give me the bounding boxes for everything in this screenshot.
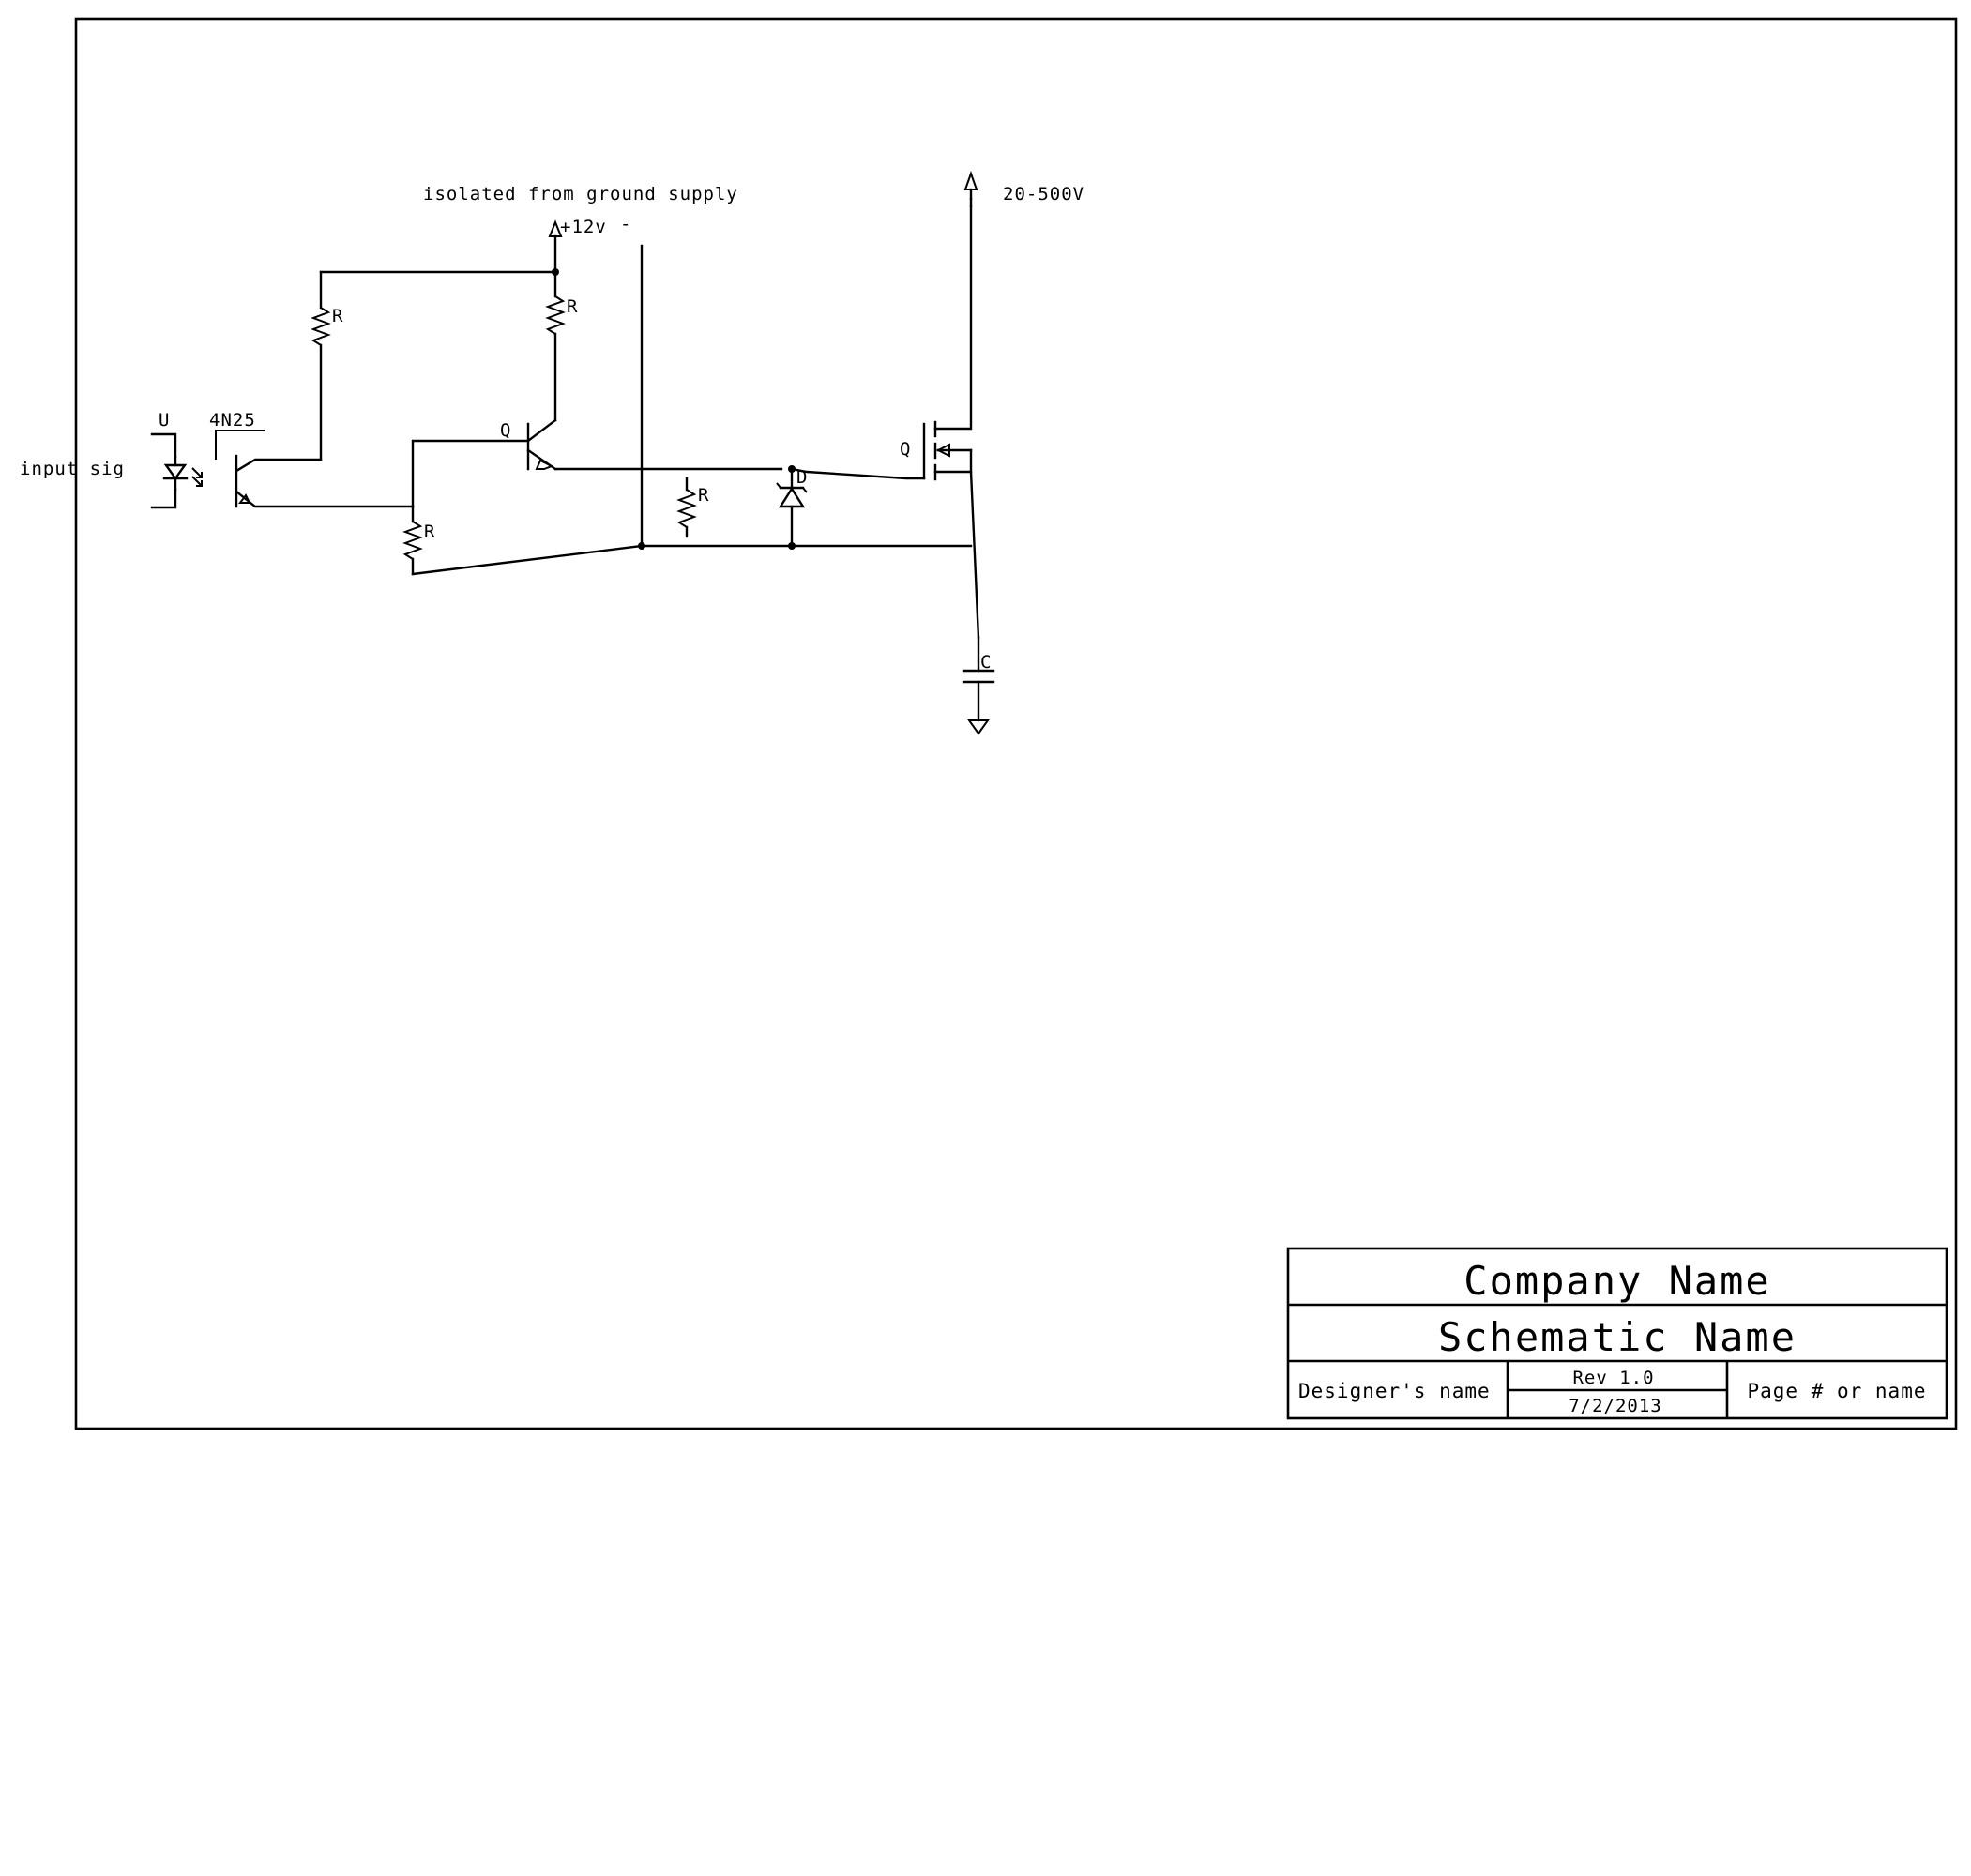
date: 7/2/2013 bbox=[1569, 1396, 1662, 1416]
label-r-collector: R bbox=[567, 296, 578, 317]
label-supply-note: isolated from ground supply bbox=[423, 184, 738, 204]
mosfet-q bbox=[922, 204, 980, 640]
revision: Rev 1.0 bbox=[1572, 1368, 1654, 1388]
company-name: Company Name bbox=[1463, 1258, 1770, 1304]
label-opto-part: 4N25 bbox=[209, 410, 256, 431]
resistor-pullup-left bbox=[311, 270, 331, 461]
label-hv-supply: 20-500V bbox=[1003, 184, 1084, 204]
drawing-frame bbox=[74, 17, 1958, 1430]
label-capacitor: C bbox=[980, 652, 992, 673]
label-q-mosfet: Q bbox=[900, 439, 911, 460]
label-q-driver: Q bbox=[500, 420, 511, 441]
label-r-emitter-bottom: R bbox=[424, 522, 435, 542]
ground-symbol bbox=[967, 719, 990, 735]
schematic-name: Schematic Name bbox=[1438, 1314, 1797, 1360]
label-r-gate: R bbox=[698, 485, 709, 506]
resistor-collector bbox=[545, 270, 566, 422]
resistor-base-bottom bbox=[402, 505, 644, 576]
transistor-driver-q bbox=[411, 418, 783, 508]
label-supply-plus: +12v bbox=[560, 217, 607, 237]
label-input-signal: input sig bbox=[20, 459, 125, 479]
designer-name: Designer's name bbox=[1298, 1380, 1491, 1402]
label-zener: D bbox=[796, 467, 808, 488]
optocoupler-4n25 bbox=[150, 430, 415, 509]
page-name: Page # or name bbox=[1747, 1380, 1926, 1402]
resistor-gate bbox=[676, 477, 697, 538]
title-block: Company Name Schematic Name Designer's n… bbox=[1286, 1247, 1948, 1420]
label-opto-ref: U bbox=[159, 410, 170, 431]
label-supply-minus: - bbox=[620, 214, 631, 234]
supply-hv-symbol bbox=[963, 170, 978, 208]
capacitor-c bbox=[962, 636, 995, 722]
label-r-pullup-left: R bbox=[332, 306, 343, 326]
wire-gate bbox=[790, 467, 926, 480]
supply-12v-symbol bbox=[548, 219, 563, 274]
